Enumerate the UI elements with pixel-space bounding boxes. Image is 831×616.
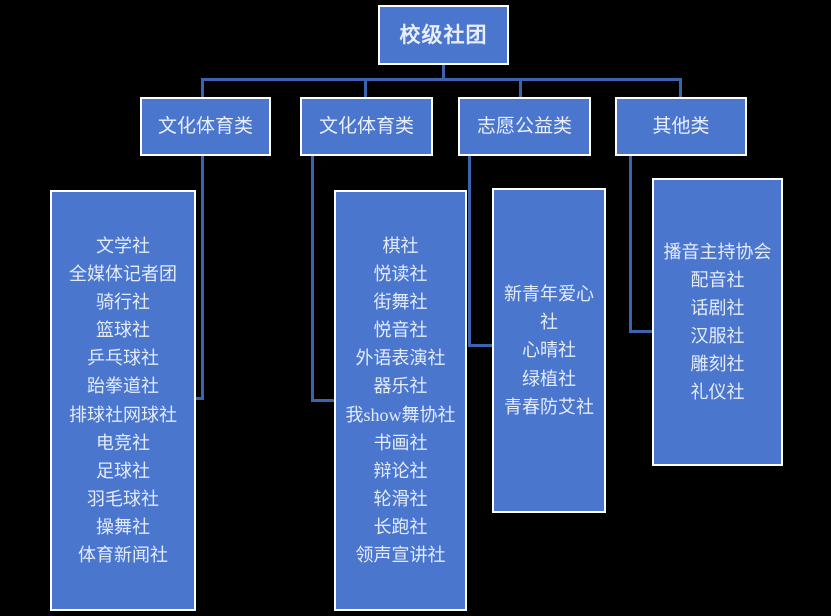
connector-category-4-drop (629, 156, 632, 332)
leaf-item: 雕刻社 (690, 354, 745, 375)
connector-bus-to-category-2 (364, 78, 367, 98)
connector-root-down (442, 64, 445, 80)
leaf-item: 新青年爱心社 (504, 284, 594, 333)
leaf-item: 长跑社 (373, 516, 428, 537)
leaf-item: 乒乓球社 (87, 348, 159, 369)
leaf-item: 书画社 (373, 432, 428, 453)
connector-category-3-drop (468, 156, 471, 346)
leaf-item: 话剧社 (690, 297, 745, 318)
leaf-item: 辩论社 (373, 460, 428, 481)
leaf-item: 悦音社 (373, 320, 428, 341)
root-node[interactable]: 校级社团 (378, 5, 509, 65)
leaf-item: 悦读社 (373, 264, 428, 285)
leaf-item: 体育新闻社 (78, 544, 168, 565)
leaf-box-group-3[interactable]: 新青年爱心社 心晴社 绿植社 青春防艾社 (492, 188, 606, 513)
leaf-item: 播音主持协会 (663, 241, 772, 262)
leaf-item: 骑行社 (96, 292, 150, 313)
leaf-item: 我show舞协社 (345, 404, 456, 425)
connector-category-2-elbow (311, 399, 339, 402)
leaf-item: 棋社 (382, 236, 419, 257)
leaf-item: 篮球社 (96, 320, 150, 341)
category-node-1[interactable]: 文化体育类 (140, 97, 271, 156)
leaf-box-group-1[interactable]: 文学社 全媒体记者团 骑行社 篮球社 乒乓球社 跆拳道社 排球社网球社 电竞社 … (50, 190, 196, 611)
leaf-item: 器乐社 (373, 376, 428, 397)
leaf-item: 全媒体记者团 (69, 264, 177, 285)
leaf-item: 汉服社 (690, 326, 745, 346)
leaf-item: 街舞社 (373, 292, 428, 313)
leaf-item: 排球社网球社 (69, 404, 177, 425)
category-node-3[interactable]: 志愿公益类 (458, 97, 591, 156)
connector-bus-to-category-4 (679, 78, 682, 98)
leaf-item: 绿植社 (522, 368, 576, 389)
leaf-box-group-4[interactable]: 播音主持协会 配音社 话剧社 汉服社 雕刻社 礼仪社 (652, 178, 783, 466)
connector-bus-horizontal (201, 78, 681, 81)
leaf-item: 足球社 (96, 460, 150, 481)
leaf-item: 外语表演社 (355, 348, 446, 369)
leaf-item: 文学社 (96, 236, 150, 257)
leaf-item: 跆拳道社 (87, 376, 159, 397)
leaf-item: 电竞社 (96, 432, 150, 453)
leaf-item: 青春防艾社 (504, 396, 594, 417)
category-node-2[interactable]: 文化体育类 (300, 97, 433, 156)
connector-category-2-drop (311, 156, 314, 402)
connector-category-4-elbow (629, 330, 655, 333)
leaf-box-group-2[interactable]: 棋社 悦读社 街舞社 悦音社 外语表演社 器乐社 我show舞协社 书画社 辩论… (334, 190, 467, 611)
leaf-item: 配音社 (690, 269, 745, 290)
connector-bus-to-category-1 (201, 78, 204, 98)
leaf-item: 礼仪社 (690, 382, 745, 403)
leaf-item: 羽毛球社 (87, 488, 159, 509)
category-node-4[interactable]: 其他类 (615, 97, 747, 156)
leaf-item: 操舞社 (96, 516, 150, 537)
connector-category-3-elbow (468, 344, 495, 347)
connector-category-1-drop (201, 156, 204, 400)
connector-bus-to-category-3 (519, 78, 522, 98)
leaf-item: 心晴社 (522, 340, 576, 361)
leaf-item: 轮滑社 (373, 488, 428, 509)
leaf-item: 领声宣讲社 (355, 544, 446, 565)
